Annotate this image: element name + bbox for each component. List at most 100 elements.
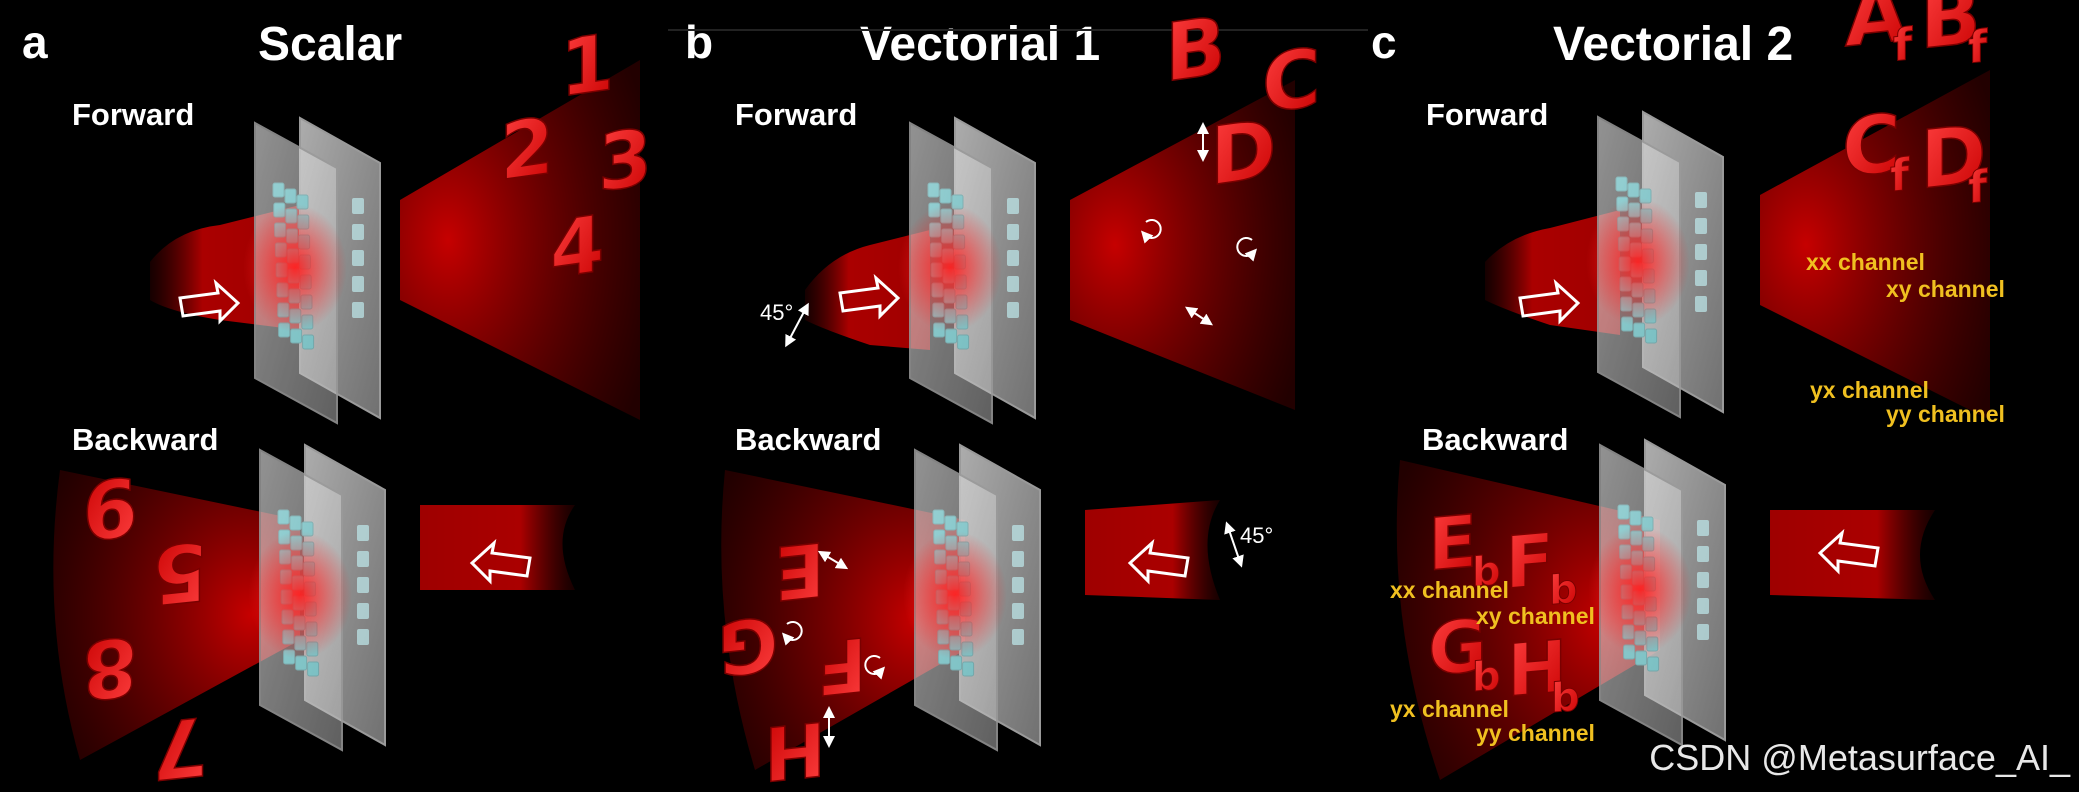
hologram-digit-3: 3: [598, 112, 652, 210]
angle-label-forward: 45°: [760, 300, 793, 325]
incident-beam: [1485, 210, 1620, 335]
hologram-letter: B: [1920, 0, 1981, 67]
channel-label: yy channel: [1886, 401, 2005, 427]
channel-label: xy channel: [1476, 603, 1595, 629]
hologram-letter-C-f: Cf: [1841, 96, 1910, 203]
hologram-subscript: f: [1968, 161, 1988, 214]
hologram-digit-1: 1: [560, 17, 614, 115]
hologram-letter-F: F: [817, 619, 868, 710]
panel-letter-a: a: [22, 16, 48, 68]
polarization-arrow-diagonal: [817, 550, 849, 570]
row-label-backward-0: Backward: [72, 422, 218, 457]
watermark: CSDN @Metasurface_AI_: [1649, 737, 2071, 778]
propagation-arrow-left: [1127, 538, 1190, 585]
hologram-letter-D-f: Df: [1919, 107, 1988, 215]
panel-letter-c: c: [1371, 16, 1397, 68]
rotation-icon-cw: [1236, 237, 1258, 262]
output-cone: [721, 470, 965, 770]
row-label-backward-1: Backward: [735, 422, 881, 457]
beam-spot: [1588, 526, 1692, 654]
hologram-letter: A: [1845, 0, 1907, 65]
hologram-subscript: b: [1551, 674, 1580, 722]
propagation-arrow-right: [1518, 278, 1581, 325]
hologram-subscript: b: [1472, 548, 1501, 596]
beam-spot: [898, 204, 1002, 332]
hologram-letter: D: [1920, 107, 1986, 207]
propagation-arrow-left: [469, 538, 532, 585]
hologram-subscript: f: [1968, 21, 1988, 74]
hologram-digit-9: 9: [82, 458, 138, 557]
metasurface-device-c-backward: [1588, 438, 1726, 747]
output-cone: [53, 470, 301, 760]
output-cone: [400, 60, 640, 420]
hologram-digit-2: 2: [500, 100, 554, 198]
row-label-forward-0: Forward: [72, 97, 194, 132]
metasurface-device-c-forward: [1586, 110, 1724, 419]
polarization-arrow-45: [1224, 521, 1244, 568]
hologram-letter-B-f: Bf: [1919, 0, 1988, 75]
beam-spot: [243, 204, 347, 332]
row-label-forward-2: Forward: [1426, 97, 1548, 132]
hologram-letter-F-b: Fb: [1504, 517, 1578, 615]
row-label-backward-2: Backward: [1422, 422, 1568, 457]
hologram-letter-E: E: [775, 524, 826, 615]
polarization-arrow-45: [785, 302, 809, 348]
panel-title-b: Vectorial 1: [860, 18, 1100, 71]
hologram-letter-B: B: [1165, 0, 1226, 100]
beam-spot: [903, 531, 1007, 659]
hologram-letter: C: [1842, 96, 1901, 195]
hologram-letter-G-b: Gb: [1427, 603, 1501, 701]
hologram-letter-E-b: Eb: [1427, 499, 1501, 597]
hologram-subscript: f: [1893, 19, 1913, 72]
panel-letter-b: b: [685, 16, 713, 68]
polarization-arrow-diagonal: [1185, 306, 1213, 326]
hologram-digit-8: 8: [82, 618, 138, 717]
hologram-letter-H: H: [764, 704, 826, 792]
rotation-icon-ccw: [781, 621, 803, 646]
hologram-letter: G: [1428, 604, 1487, 693]
propagation-arrow-right: [178, 278, 241, 325]
output-cone: [1070, 80, 1295, 410]
metasurface-device-a-backward: [248, 443, 386, 752]
beam-spot: [248, 531, 352, 659]
output-cone: [1760, 70, 1990, 420]
incident-beam: [1770, 510, 1935, 600]
incident-beam: [1085, 500, 1220, 600]
hologram-digit-4: 4: [550, 198, 604, 296]
angle-label-backward: 45°: [1240, 523, 1273, 548]
hologram-letter-H-b: Hb: [1506, 624, 1580, 723]
incident-beam: [420, 505, 575, 590]
rotation-icon-ccw: [1140, 219, 1162, 244]
hologram-letter-G: G: [718, 599, 779, 691]
panel-title-a: Scalar: [258, 18, 402, 71]
row-label-forward-1: Forward: [735, 97, 857, 132]
hologram-subscript: b: [1549, 566, 1578, 614]
metasurface-device-b-forward: [898, 116, 1036, 425]
hologram-letter: E: [1428, 500, 1477, 588]
hologram-letter: H: [1507, 625, 1567, 714]
hologram-letter-D: D: [1210, 101, 1276, 204]
hologram-subscript: b: [1472, 653, 1501, 701]
propagation-arrow-left: [1817, 528, 1880, 575]
channel-label: yx channel: [1810, 377, 1929, 403]
channel-label: xx channel: [1390, 577, 1509, 603]
hologram-digit-7: 7: [152, 698, 208, 792]
channel-label: yy channel: [1476, 720, 1595, 746]
metasurface-device-a-forward: [243, 116, 381, 425]
panel-title-c: Vectorial 2: [1553, 18, 1793, 71]
beam-spot: [1586, 198, 1690, 326]
rotation-icon-cw: [864, 655, 886, 680]
hologram-letter-C: C: [1262, 30, 1321, 132]
hologram-digit-5: 5: [152, 523, 208, 622]
channel-label: xy channel: [1886, 276, 2005, 302]
propagation-arrow-right: [838, 273, 901, 320]
output-cone: [1396, 460, 1660, 780]
hologram-letter-A: A: [1220, 0, 1282, 7]
channel-label: xx channel: [1806, 249, 1925, 275]
hologram-letter: F: [1505, 518, 1554, 606]
metasurface-device-b-backward: [903, 443, 1041, 752]
hologram-subscript: f: [1890, 149, 1910, 202]
hologram-letter-A-f: Af: [1844, 0, 1913, 73]
channel-label: yx channel: [1390, 696, 1509, 722]
